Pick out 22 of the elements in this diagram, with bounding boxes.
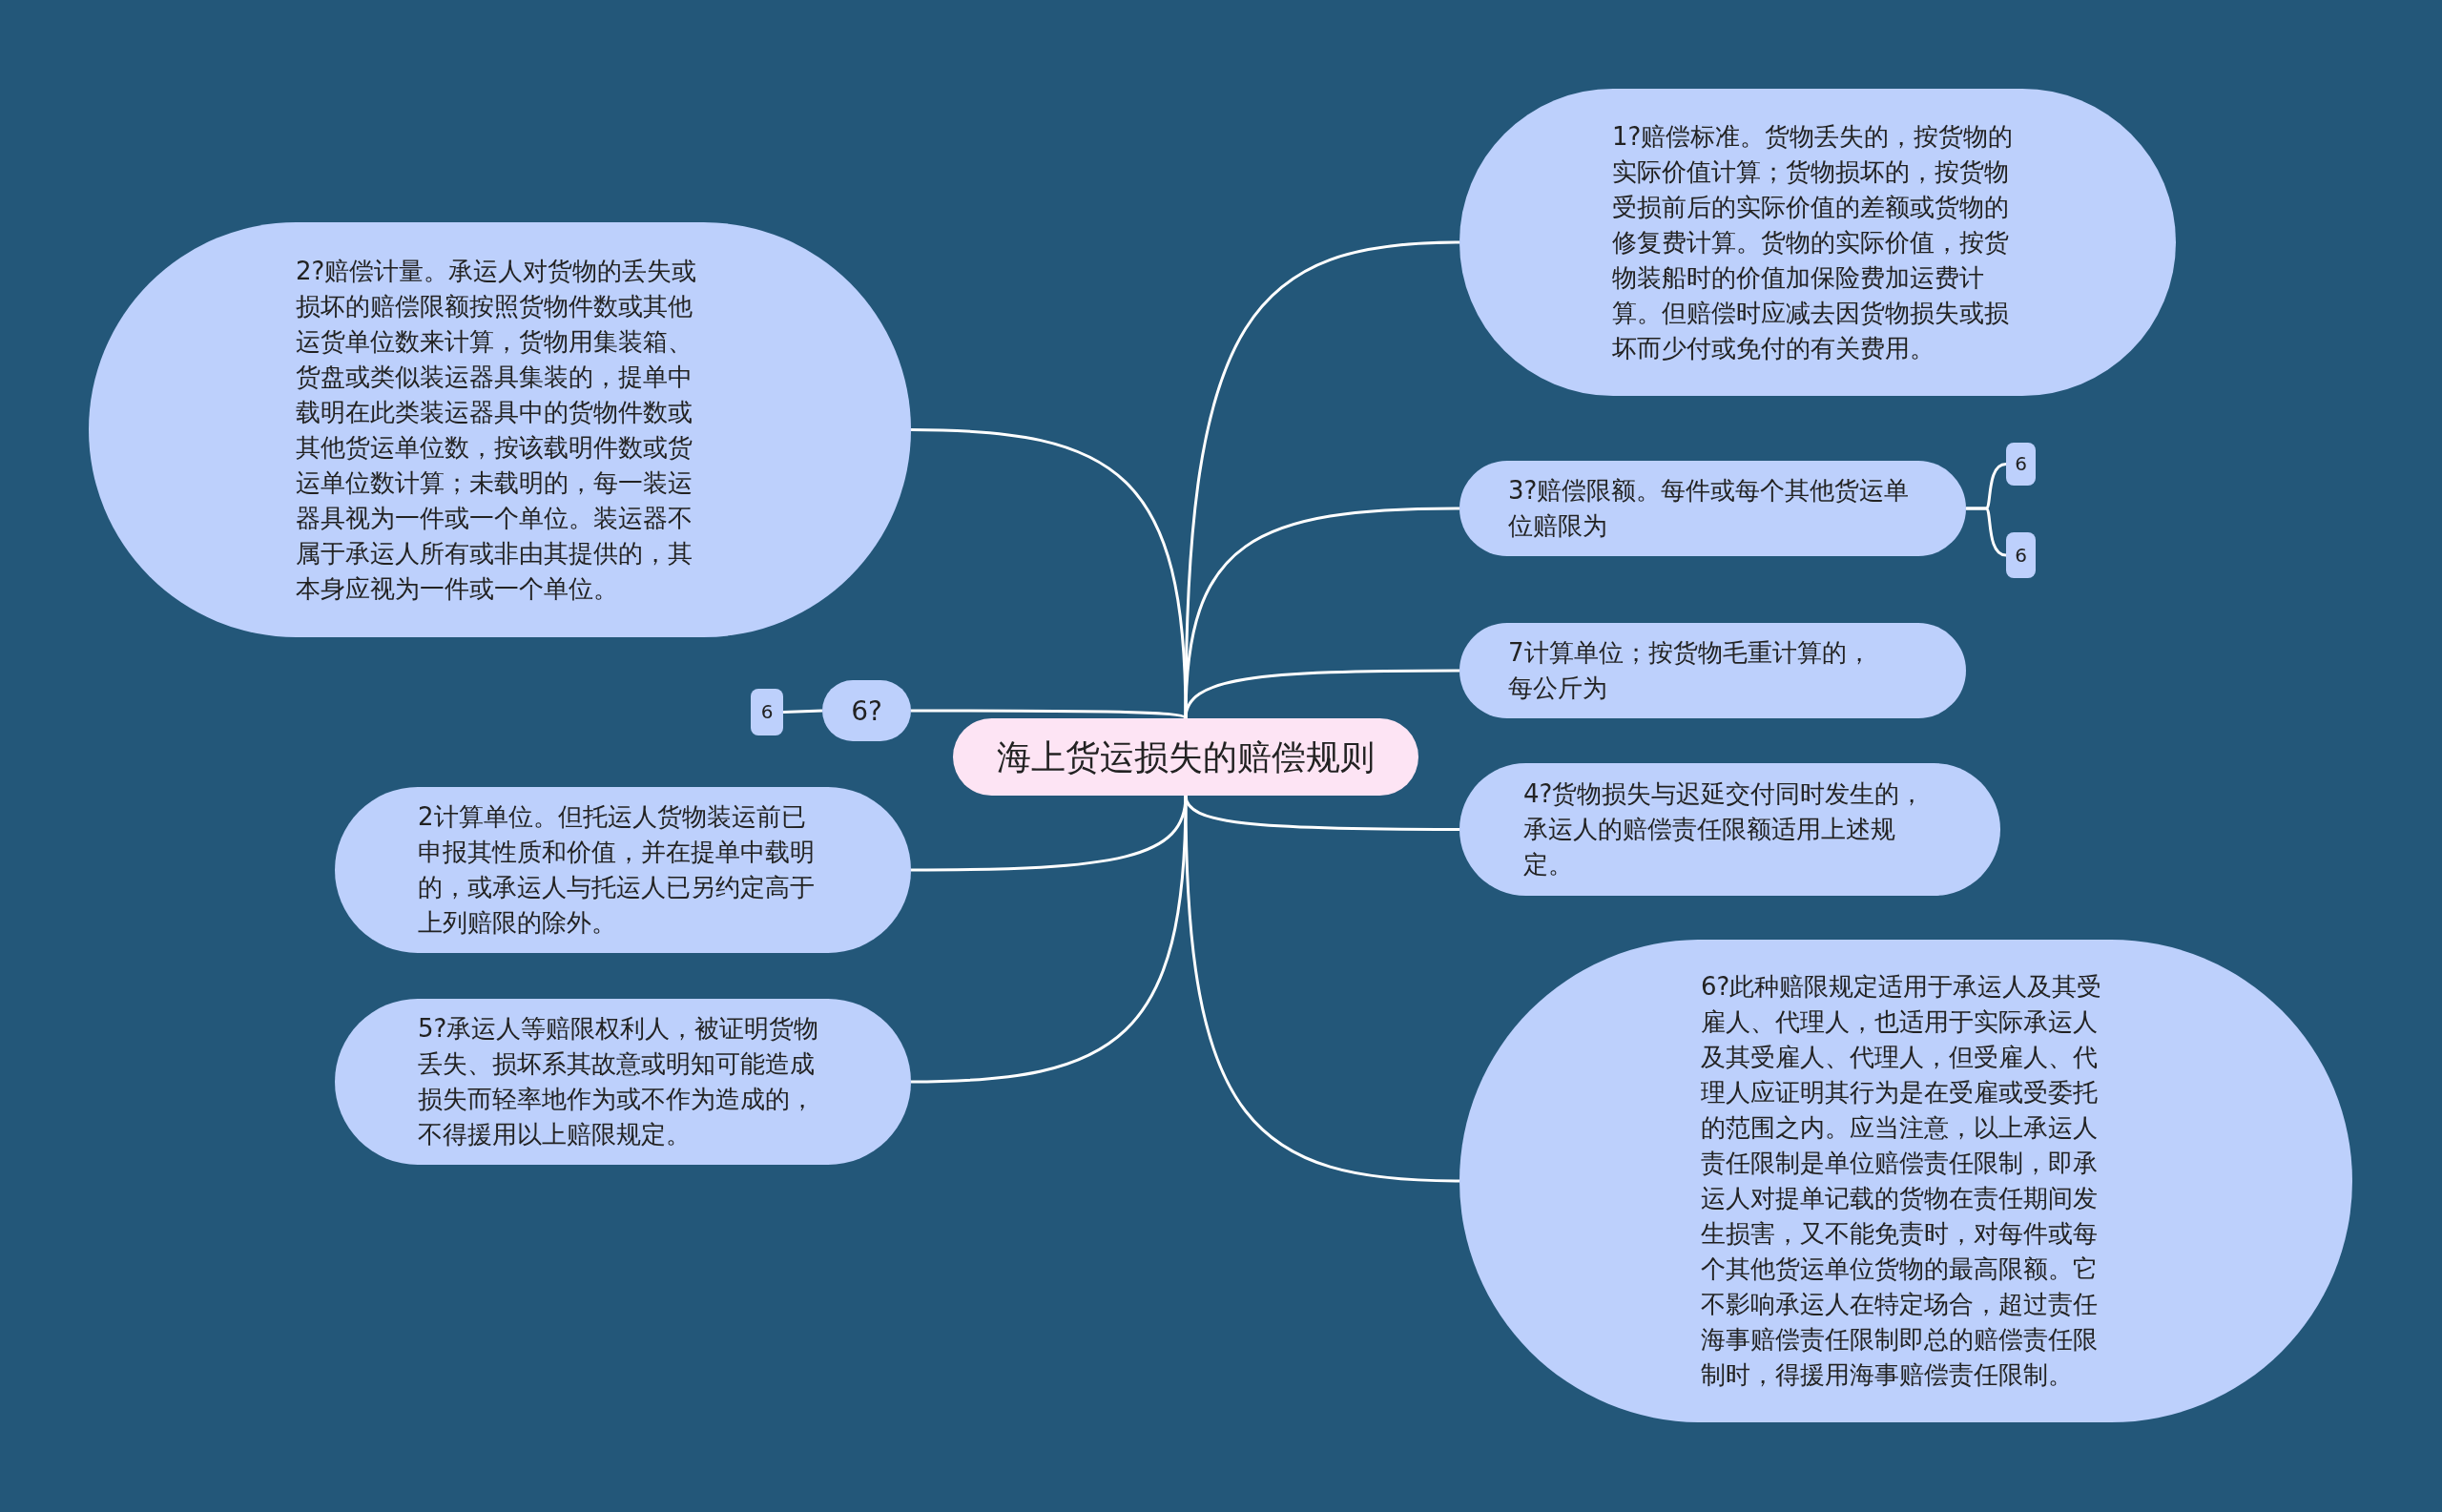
connector-line	[1184, 795, 1460, 1183]
connector-line	[782, 709, 823, 714]
topic-text: 7计算单位；按货物毛重计算的，每公斤为	[1508, 637, 1873, 704]
number-tag	[2006, 532, 2036, 578]
connector-line	[911, 709, 1187, 720]
topic-text: 6?此种赔限规定适用于承运人及其受雇人、代理人，也适用于实际承运人及其受雇人、代理人，但受雇人、代理人应证明其行为是在受雇或受委托的范围之内。应当注意，以上承运人责任限制是单位赔偿责任限制，即承运人对提单记载的货物在责任期间发生损害，又不能免责时，对每件或每个其他货运单位货物的最高限额。它不影响承运人在特定场合，超过责任海事赔偿责任限制即总的赔偿责任限制时，得援用海事赔偿责任限制。	[1701, 971, 2103, 1391]
tag-number: 6	[2015, 451, 2027, 477]
topic-text: 4?货物损失与迟延交付同时发生的，承运人的赔偿责任限额适用上述规定。	[1523, 778, 1926, 880]
connector-line	[1966, 507, 2007, 557]
topic-text: 3?赔偿限额。每件或每个其他货运单位赔限为	[1508, 475, 1911, 542]
topic-text: 6?	[851, 694, 882, 729]
number-tag	[2006, 443, 2036, 486]
tag-number: 6	[760, 699, 774, 725]
number-tag	[751, 689, 783, 735]
tag-number: 6	[2015, 542, 2027, 569]
topic-title: 海上货运损失的赔偿规则	[997, 739, 1375, 775]
topic-text: 2计算单位。但托运人货物装运前已申报其性质和价值，并在提单中载明的，或承运人与托运人已另约定高于上列赔限的除外。	[418, 801, 816, 939]
connector-line	[910, 795, 1188, 1084]
connector-line	[1184, 669, 1459, 719]
topic-text: 5?承运人等赔限权利人，被证明货物丢失、损坏系其故意或明知可能造成损失而轻率地作为或不作为造成的，不得援用以上赔限规定。	[418, 1013, 820, 1150]
topic-text: 2?赔偿计量。承运人对货物的丢失或损坏的赔偿限额按照货物件数或其他运货单位数来计算，货物用集装箱、货盘或类似装运器具集装的，提单中载明在此类装运器具中的货物件数或其他货运单位数，按该载明件数或货运单位数计算；未载明的，每一装运器具视为一件或一个单位。装运器不属于承运人所有或非由其提供的，其本身应视为一件或一个单位。	[296, 255, 698, 605]
topic-text: 1?赔偿标准。货物丢失的，按货物的实际价值计算；货物损坏的，按货物受损前后的实际价值的差额或货物的修复费计算。货物的实际价值，按货物装船时的价值加保险费加运费计算。但赔偿时应减去因货物损失或损坏而少付或免付的有关费用。	[1612, 120, 2015, 364]
